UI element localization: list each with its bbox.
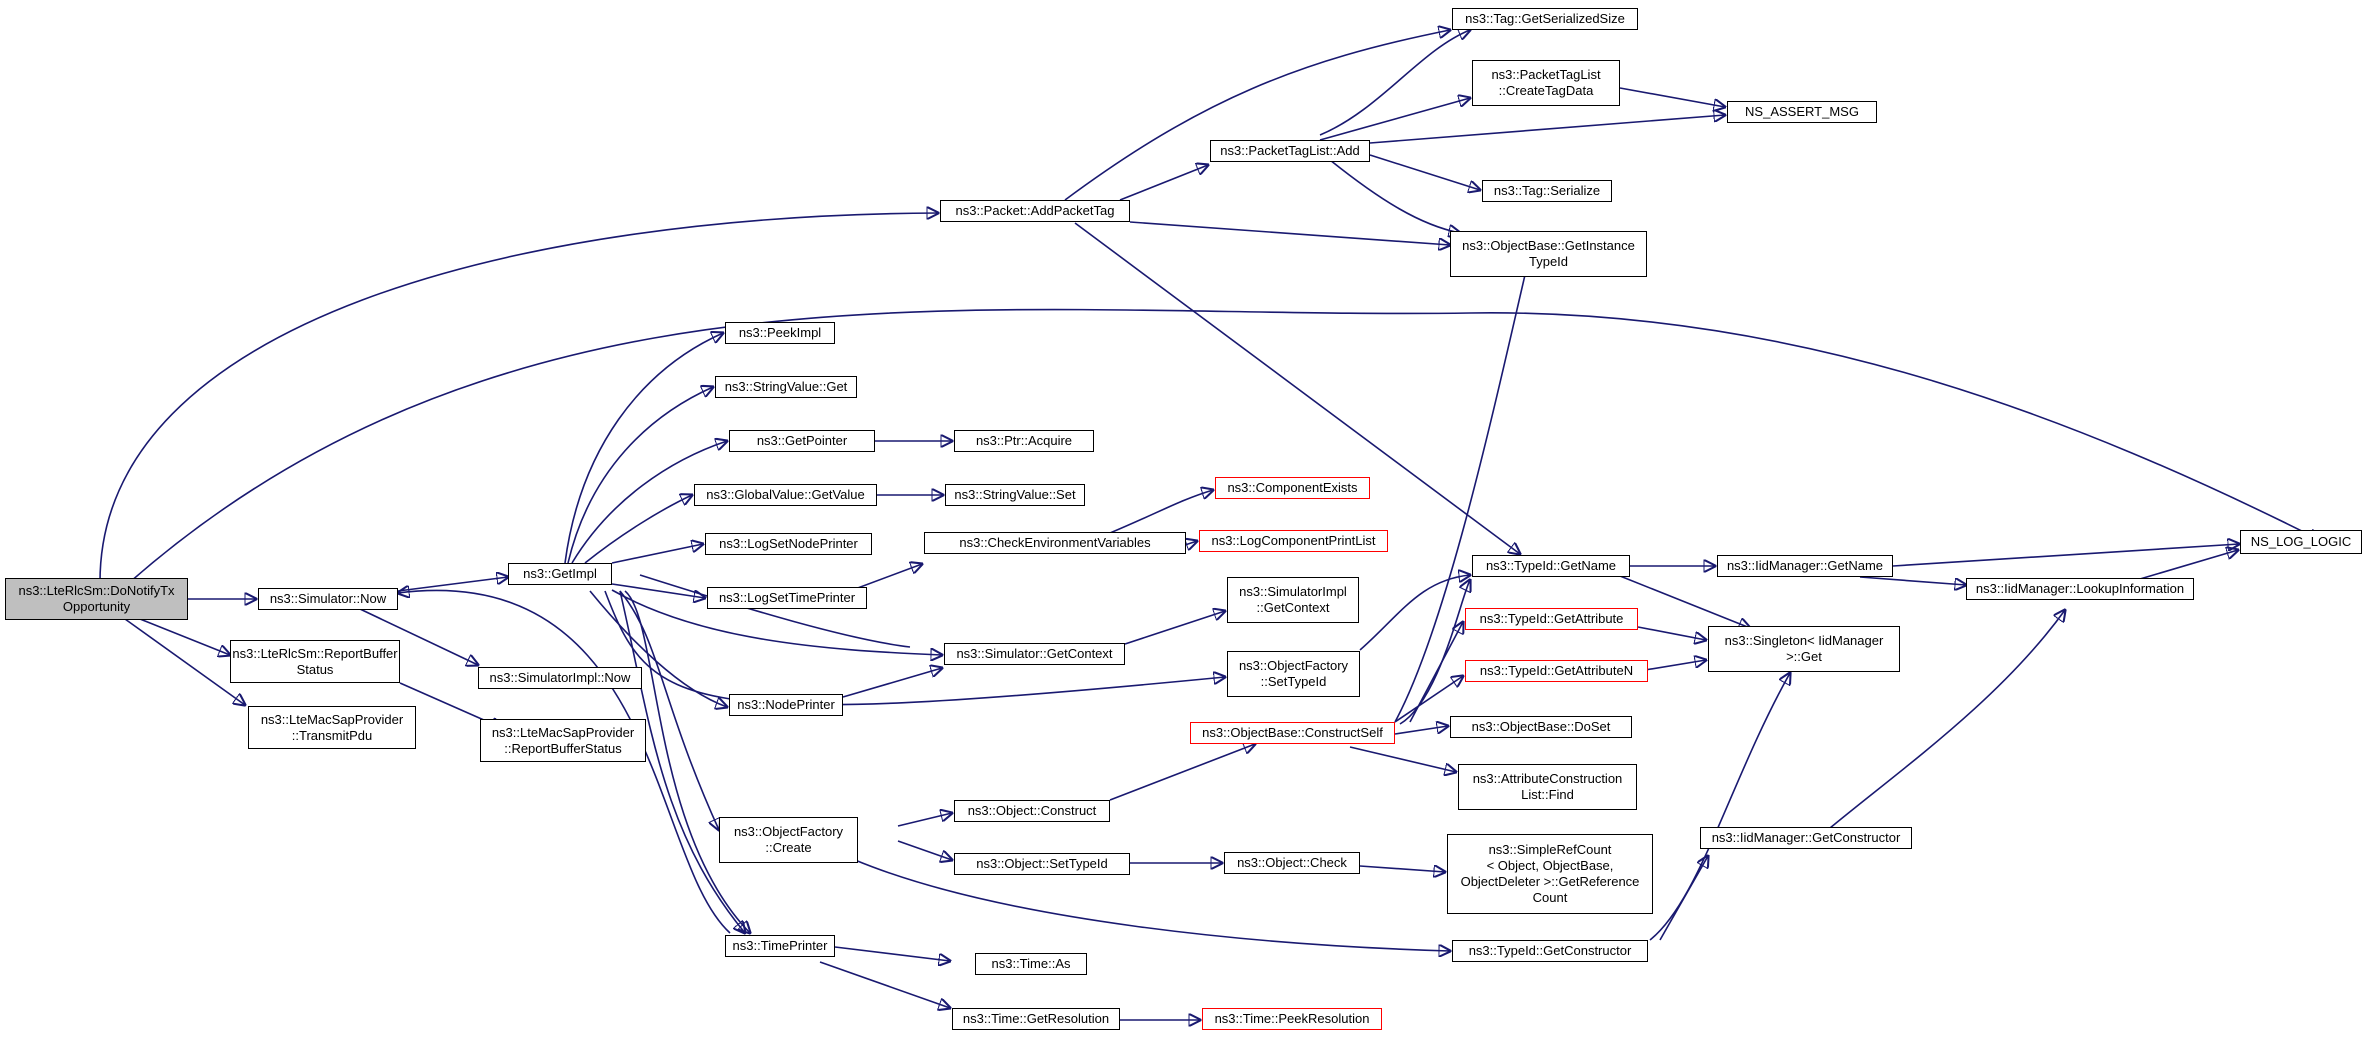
node-ptr-acquire[interactable]: ns3::Ptr::Acquire xyxy=(954,430,1094,452)
node-logsettimeprinter[interactable]: ns3::LogSetTimePrinter xyxy=(707,587,867,609)
node-objectbase-getinstancetypeid[interactable]: ns3::ObjectBase::GetInstance TypeId xyxy=(1450,231,1647,277)
node-packettaglist-add[interactable]: ns3::PacketTagList::Add xyxy=(1210,140,1370,162)
node-attributeconstructionlist-find[interactable]: ns3::AttributeConstruction List::Find xyxy=(1458,764,1637,810)
node-logcomponentprintlist[interactable]: ns3::LogComponentPrintList xyxy=(1199,530,1388,552)
node-stringvalue-get[interactable]: ns3::StringValue::Get xyxy=(715,376,857,398)
node-root: ns3::LteRlcSm::DoNotifyTx Opportunity xyxy=(5,578,188,620)
node-time-getresolution[interactable]: ns3::Time::GetResolution xyxy=(952,1008,1120,1030)
node-stringvalue-set[interactable]: ns3::StringValue::Set xyxy=(945,484,1085,506)
node-ns-assert-msg[interactable]: NS_ASSERT_MSG xyxy=(1727,101,1877,123)
node-simulatorimpl-getcontext[interactable]: ns3::SimulatorImpl ::GetContext xyxy=(1227,577,1359,623)
node-componentexists[interactable]: ns3::ComponentExists xyxy=(1215,477,1370,499)
node-time-as[interactable]: ns3::Time::As xyxy=(975,953,1087,975)
node-objectbase-constructself[interactable]: ns3::ObjectBase::ConstructSelf xyxy=(1190,722,1395,744)
node-packet-addpackettag[interactable]: ns3::Packet::AddPacketTag xyxy=(940,200,1130,222)
node-typeid-getname[interactable]: ns3::TypeId::GetName xyxy=(1472,555,1630,577)
node-simulator-now[interactable]: ns3::Simulator::Now xyxy=(258,588,398,610)
node-tag-getserializedsize[interactable]: ns3::Tag::GetSerializedSize xyxy=(1452,8,1638,30)
node-object-settypeid[interactable]: ns3::Object::SetTypeId xyxy=(954,853,1130,875)
node-iidmanager-lookupinformation[interactable]: ns3::IidManager::LookupInformation xyxy=(1966,578,2194,600)
node-getpointer[interactable]: ns3::GetPointer xyxy=(729,430,875,452)
node-iidmanager-getname[interactable]: ns3::IidManager::GetName xyxy=(1717,555,1893,577)
node-object-check[interactable]: ns3::Object::Check xyxy=(1224,852,1360,874)
node-objectfactory-create[interactable]: ns3::ObjectFactory ::Create xyxy=(719,817,858,863)
node-objectbase-doset[interactable]: ns3::ObjectBase::DoSet xyxy=(1450,716,1632,738)
node-typeid-getattributen[interactable]: ns3::TypeId::GetAttributeN xyxy=(1465,660,1648,682)
node-objectfactory-settypeid[interactable]: ns3::ObjectFactory ::SetTypeId xyxy=(1227,651,1360,697)
node-time-peekresolution[interactable]: ns3::Time::PeekResolution xyxy=(1202,1008,1382,1030)
node-getimpl[interactable]: ns3::GetImpl xyxy=(508,563,612,585)
node-globalvalue-getvalue[interactable]: ns3::GlobalValue::GetValue xyxy=(694,484,877,506)
node-typeid-getconstructor[interactable]: ns3::TypeId::GetConstructor xyxy=(1452,940,1648,962)
node-iidmanager-getconstructor[interactable]: ns3::IidManager::GetConstructor xyxy=(1700,827,1912,849)
node-simulatorimpl-now[interactable]: ns3::SimulatorImpl::Now xyxy=(478,667,642,689)
node-mac-reportbufferstatus[interactable]: ns3::LteMacSapProvider ::ReportBufferSta… xyxy=(480,719,646,762)
node-object-construct[interactable]: ns3::Object::Construct xyxy=(954,800,1110,822)
node-singleton-iidmanager-get[interactable]: ns3::Singleton< IidManager >::Get xyxy=(1708,626,1900,672)
node-transmitpdu[interactable]: ns3::LteMacSapProvider ::TransmitPdu xyxy=(248,706,416,749)
node-ns-log-logic[interactable]: NS_LOG_LOGIC xyxy=(2240,530,2362,554)
node-simulator-getcontext[interactable]: ns3::Simulator::GetContext xyxy=(944,643,1125,665)
node-typeid-getattribute[interactable]: ns3::TypeId::GetAttribute xyxy=(1465,608,1638,630)
node-nodeprinter[interactable]: ns3::NodePrinter xyxy=(729,694,843,716)
node-logsetnodeprinter[interactable]: ns3::LogSetNodePrinter xyxy=(705,533,872,555)
node-packettaglist-createtagdata[interactable]: ns3::PacketTagList ::CreateTagData xyxy=(1472,60,1620,106)
node-peekimpl[interactable]: ns3::PeekImpl xyxy=(725,322,835,344)
node-tag-serialize[interactable]: ns3::Tag::Serialize xyxy=(1482,180,1612,202)
node-timeprinter[interactable]: ns3::TimePrinter xyxy=(725,935,835,957)
node-simplerefcount-getreferencecount[interactable]: ns3::SimpleRefCount < Object, ObjectBase… xyxy=(1447,834,1653,914)
node-checkenvironmentvariables[interactable]: ns3::CheckEnvironmentVariables xyxy=(924,532,1186,554)
node-reportbuffer-status[interactable]: ns3::LteRlcSm::ReportBuffer Status xyxy=(230,640,400,683)
